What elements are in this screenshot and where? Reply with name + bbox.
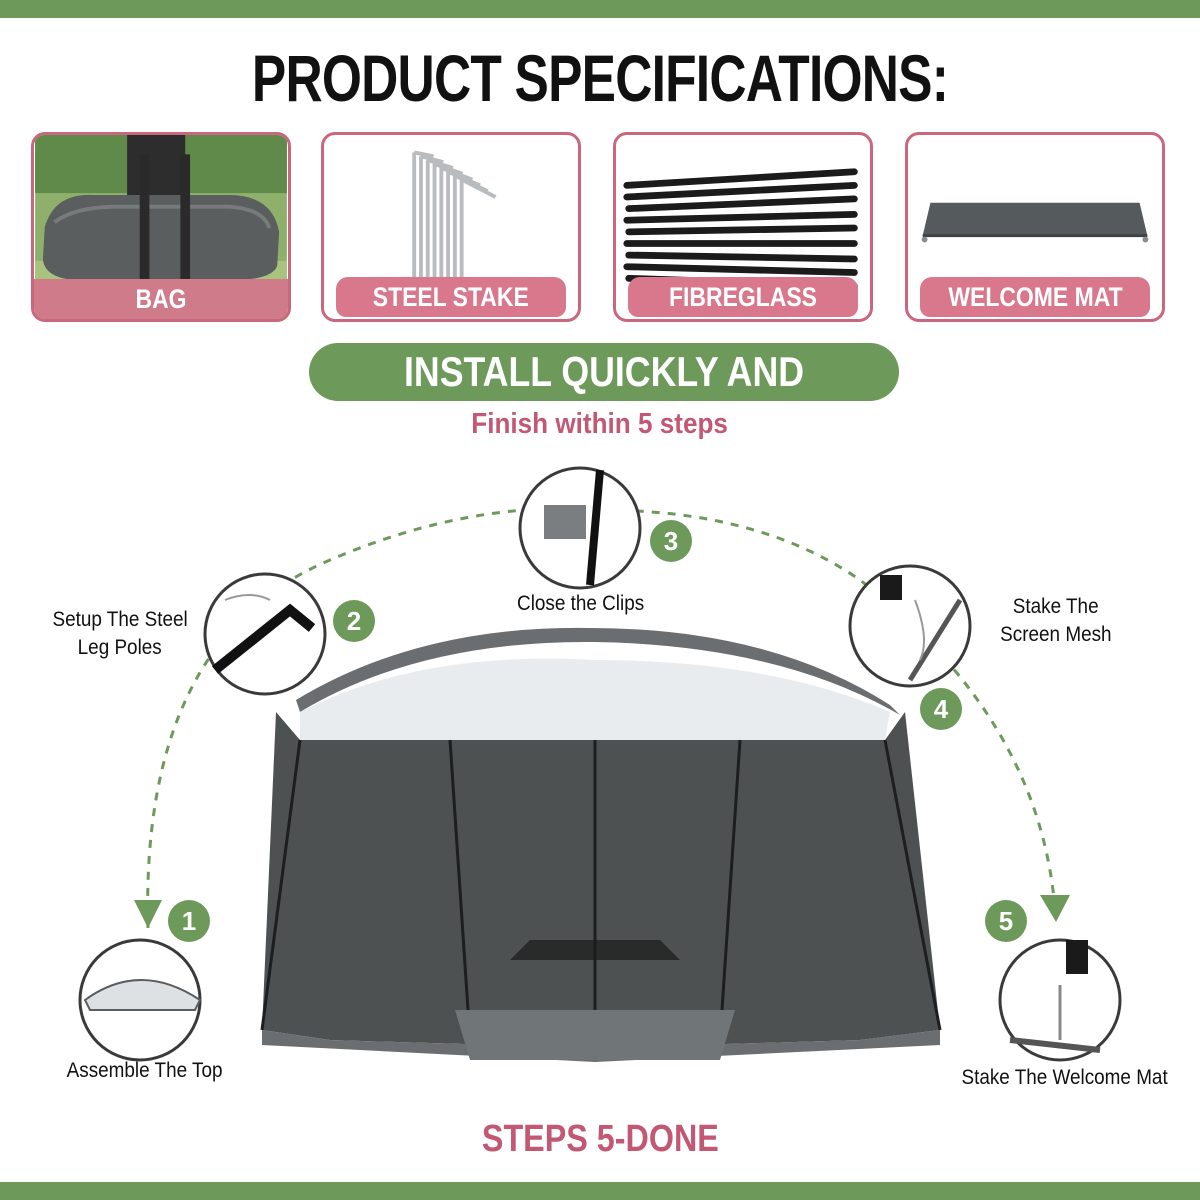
step-5-badge: 5 (985, 900, 1027, 942)
top-band (0, 0, 1200, 18)
component-label: WELCOME MAT (920, 277, 1150, 317)
gazebo (260, 627, 942, 1062)
arrow-down-right (1040, 895, 1070, 922)
arrow-down-left (134, 900, 162, 928)
component-card-fibreglass-pole: FIBREGLASS POLE (613, 132, 873, 322)
step-3-badge: 3 (650, 520, 692, 562)
component-card-bag: BAG (31, 132, 291, 322)
component-card-welcome-mat: WELCOME MAT (905, 132, 1165, 322)
step-2-badge: 2 (333, 600, 375, 642)
page-title: PRODUCT SPECIFICATIONS: (251, 41, 949, 115)
install-subheading: Finish within 5 steps (471, 408, 729, 440)
install-heading: INSTALL QUICKLY AND EASILY (309, 343, 899, 453)
component-label: BAG (34, 279, 288, 319)
step-3-label: Close the Clips (517, 592, 645, 615)
step-5-label: Stake The Welcome Mat (961, 1066, 1169, 1089)
component-label: FIBREGLASS POLE (628, 277, 858, 317)
component-card-steel-stake: STEEL STAKE (321, 132, 581, 322)
step-4-photo (848, 564, 972, 688)
fibreglass-poles-photo (623, 168, 858, 290)
welcome-mat-photo (921, 202, 1149, 243)
bottom-band (0, 1182, 1200, 1200)
gazebo-illustration (78, 466, 1122, 1062)
step-1-label: Assemble The Top (67, 1059, 223, 1082)
step-1-badge: 1 (168, 900, 210, 942)
steps-done-footer: STEPS 5-DONE (481, 1118, 719, 1160)
step-4-badge: 4 (920, 688, 962, 730)
carry-bag-photo (35, 135, 287, 319)
component-label: STEEL STAKE (336, 277, 566, 317)
